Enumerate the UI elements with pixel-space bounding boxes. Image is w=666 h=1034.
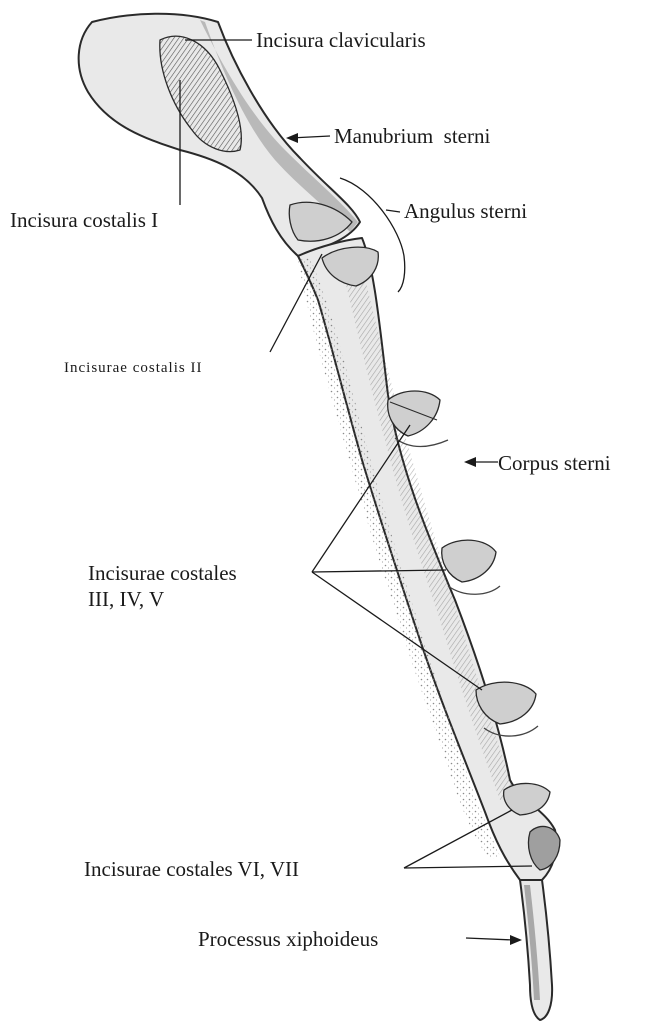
label-incisurae-costales-iii-v-line2: III, IV, V xyxy=(88,587,164,611)
label-incisurae-costalis-ii: Incisurae costalis II xyxy=(64,360,202,376)
corpus-texture xyxy=(340,258,515,800)
label-corpus-sterni: Corpus sterni xyxy=(498,451,611,475)
label-incisura-clavicularis: Incisura clavicularis xyxy=(256,28,426,52)
label-incisurae-costales-iii-v-line1: Incisurae costales xyxy=(88,561,237,585)
costal-notch-iv-shape xyxy=(442,540,496,582)
sternebra-line-2 xyxy=(448,586,500,594)
label-manubrium-sterni: Manubrium sterni xyxy=(334,124,490,148)
label-incisura-costalis-i: Incisura costalis I xyxy=(10,208,158,232)
label-incisurae-costales-vi-vii: Incisurae costales VI, VII xyxy=(84,857,299,881)
label-angulus-sterni: Angulus sterni xyxy=(404,199,527,223)
label-processus-xiphoideus: Processus xiphoideus xyxy=(198,927,378,951)
